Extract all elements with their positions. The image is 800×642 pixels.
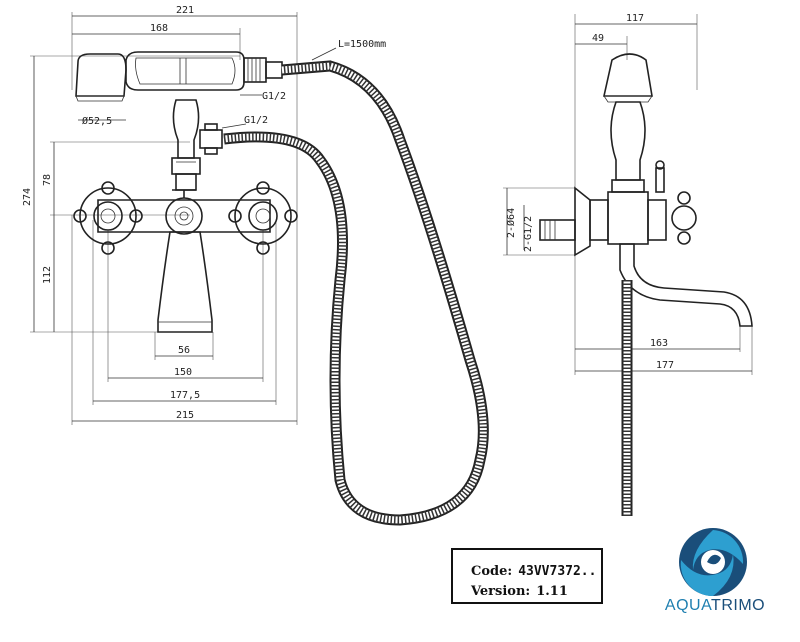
dim-shower-head-diameter: Ø52,5 xyxy=(82,115,112,127)
shower-hose xyxy=(223,60,489,526)
product-info-box: Code: 43VV7372.. Version: 1.11 xyxy=(451,548,603,604)
dim-side-top: 49 xyxy=(592,33,604,44)
version-value: 1.11 xyxy=(536,584,568,599)
aquatrimo-logo-icon xyxy=(679,528,747,597)
brand-name: AQUATRIMO xyxy=(655,597,775,615)
version-label: Version: xyxy=(471,584,531,599)
dim-side-diameter: 2-Ø64 xyxy=(505,208,517,238)
dim-hose-length: L=1500mm xyxy=(338,39,386,50)
dim-side-thread: 2-G1/2 xyxy=(523,216,534,252)
dim-thread-handset: G1/2 xyxy=(262,91,286,102)
code-row: Code: 43VV7372.. xyxy=(471,562,601,582)
dim-overall-height: 274 xyxy=(22,188,33,206)
dim-height-lower: 112 xyxy=(42,266,53,284)
dim-centers: 150 xyxy=(174,367,192,378)
dim-overall-width: 221 xyxy=(176,5,194,16)
version-row: Version: 1.11 xyxy=(471,582,601,602)
dim-height-upper: 78 xyxy=(42,174,53,186)
dim-width-215: 215 xyxy=(176,410,194,421)
dim-spout-reach: 163 xyxy=(650,338,668,349)
dim-width-177-5: 177,5 xyxy=(170,390,200,401)
dim-handset-width: 168 xyxy=(150,23,168,34)
dim-side-depth: 117 xyxy=(626,13,644,24)
code-value: 43VV7372.. xyxy=(518,564,597,579)
side-view: 117 49 2-Ø64 2-G1/2 163 177 xyxy=(503,13,753,516)
dim-thread-hose: G1/2 xyxy=(244,115,268,126)
dim-base-width: 56 xyxy=(178,345,190,356)
brand-name-part2: TRIMO xyxy=(711,597,766,614)
front-view: 221 168 L=1500mm G1/2 G1/2 Ø52,5 274 78 … xyxy=(22,5,386,425)
dim-spout-total: 177 xyxy=(656,360,674,371)
brand-name-part1: AQUA xyxy=(664,597,712,614)
code-label: Code: xyxy=(471,564,513,579)
